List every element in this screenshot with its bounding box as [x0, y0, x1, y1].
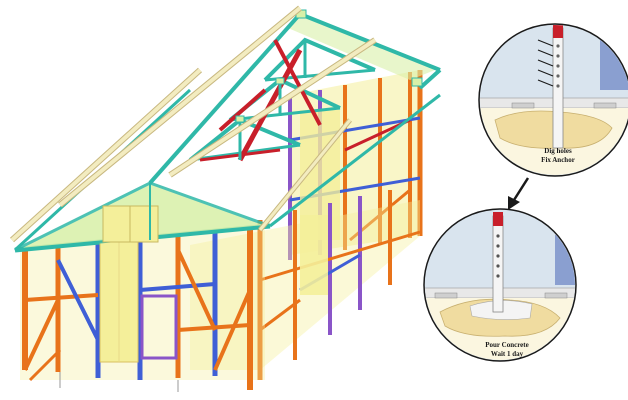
caption-pour-concrete: Pour Concrete Wait 1 day — [467, 341, 547, 359]
caption-dig-holes: Dig holes Fix Anchor — [518, 147, 598, 165]
caption-dig-holes-line1: Dig holes — [544, 147, 572, 155]
caption-dig-holes-line2: Fix Anchor — [541, 156, 575, 164]
roof-trusses — [13, 9, 442, 252]
caption-pour-concrete-line1: Pour Concrete — [485, 341, 529, 349]
rafters — [9, 5, 377, 243]
arrow-down-icon — [508, 177, 530, 210]
front-gable — [14, 181, 271, 252]
caption-pour-concrete-line2: Wait 1 day — [490, 350, 524, 358]
detail-pour-concrete — [423, 208, 577, 362]
front-wall — [14, 223, 271, 392]
house-frame — [9, 5, 442, 392]
